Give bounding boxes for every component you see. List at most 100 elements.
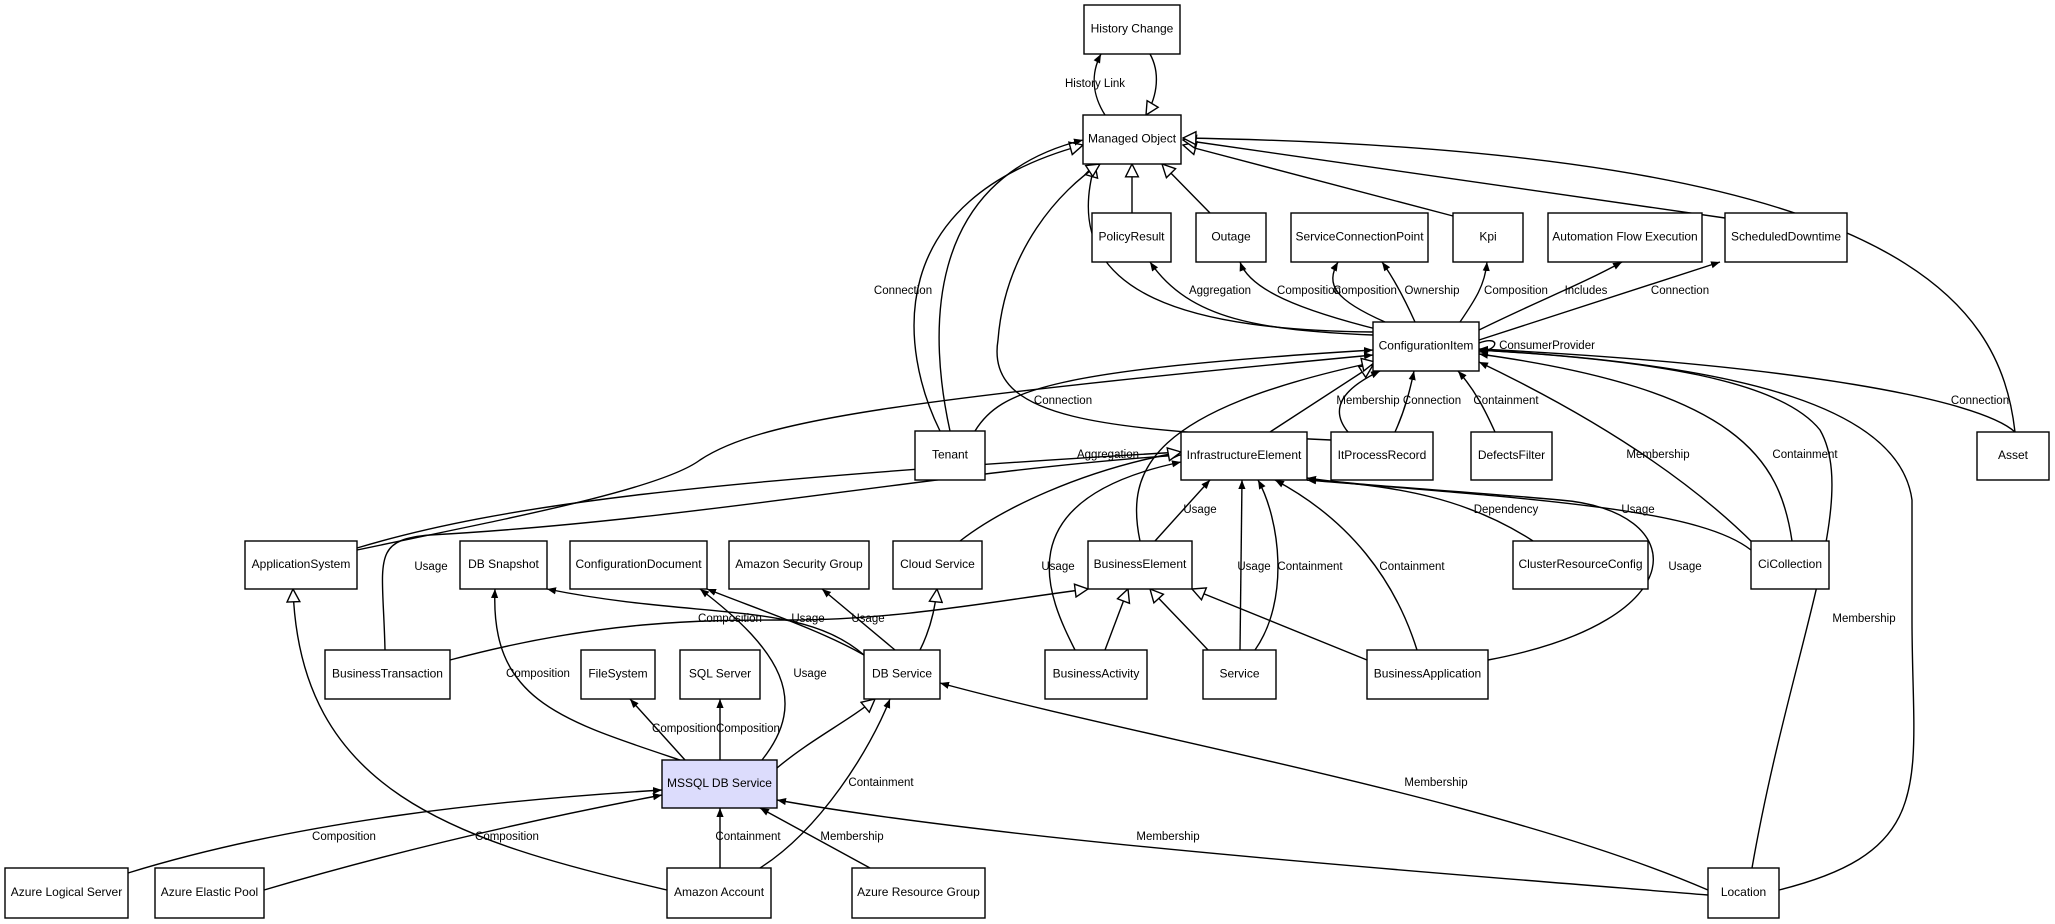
node-box[interactable] (1547, 212, 1703, 263)
node-ci-collection[interactable]: CiCollection (1750, 540, 1830, 590)
node-db-service[interactable]: DB Service (863, 649, 941, 700)
node-it-process-record[interactable]: ItProcessRecord (1330, 431, 1434, 481)
node-amazon-security-group[interactable]: Amazon Security Group (728, 540, 870, 590)
node-box[interactable] (1083, 4, 1181, 55)
node-business-transaction[interactable]: BusinessTransaction (324, 649, 451, 700)
node-tenant[interactable]: Tenant (914, 430, 986, 481)
node-configuration-document[interactable]: ConfigurationDocument (569, 540, 708, 590)
node-asset[interactable]: Asset (1976, 431, 2050, 481)
node-box[interactable] (1195, 212, 1267, 263)
node-history-change[interactable]: History Change (1083, 4, 1181, 55)
node-box[interactable] (851, 867, 986, 919)
node-box[interactable] (679, 649, 761, 700)
node-label: DefectsFilter (1478, 448, 1545, 462)
node-amazon-account[interactable]: Amazon Account (666, 867, 772, 919)
node-box[interactable] (1512, 540, 1649, 590)
node-box[interactable] (1724, 212, 1848, 263)
node-azure-logical-server[interactable]: Azure Logical Server (4, 867, 129, 919)
node-application-system[interactable]: ApplicationSystem (244, 540, 358, 590)
node-box[interactable] (1091, 212, 1172, 263)
node-box[interactable] (1707, 867, 1780, 919)
node-box[interactable] (914, 430, 986, 481)
edge-it-process-record-to-configuration-item (1394, 370, 1416, 433)
node-box[interactable] (892, 540, 983, 590)
edge-label: Connection (1403, 395, 1461, 407)
node-box[interactable] (1452, 212, 1524, 263)
node-label: Amazon Security Group (735, 557, 863, 571)
node-box[interactable] (1082, 114, 1182, 165)
node-scheduled-downtime[interactable]: ScheduledDowntime (1724, 212, 1848, 263)
node-service-connection-point[interactable]: ServiceConnectionPoint (1290, 212, 1429, 263)
node-cloud-service[interactable]: Cloud Service (892, 540, 983, 590)
node-cluster-resource-config[interactable]: ClusterResourceConfig (1512, 540, 1649, 590)
edge-location-to-db-service (939, 681, 1709, 891)
node-box[interactable] (1470, 431, 1553, 481)
node-configuration-item[interactable]: ConfigurationItem (1372, 321, 1480, 372)
node-box[interactable] (1180, 431, 1308, 481)
relationship-arrow (491, 588, 681, 761)
edge-configuration-item-to-policy-result (1149, 261, 1374, 336)
node-label: BusinessTransaction (332, 667, 443, 681)
node-kpi[interactable]: Kpi (1452, 212, 1524, 263)
node-box[interactable] (1366, 649, 1489, 700)
edge-tenant-to-configuration-item (974, 346, 1374, 432)
node-sql-server[interactable]: SQL Server (679, 649, 761, 700)
edge-label: Membership (1136, 831, 1199, 843)
node-box[interactable] (1044, 649, 1148, 700)
node-box[interactable] (661, 759, 778, 809)
node-box[interactable] (728, 540, 870, 590)
node-label: Amazon Account (674, 885, 765, 899)
node-label: Location (1721, 885, 1766, 899)
node-azure-elastic-pool[interactable]: Azure Elastic Pool (154, 867, 265, 919)
relationship-arrow (1478, 261, 1623, 331)
node-file-system[interactable]: FileSystem (580, 649, 656, 700)
node-automation-flow-execution[interactable]: Automation Flow Execution (1547, 212, 1703, 263)
node-business-element[interactable]: BusinessElement (1087, 540, 1193, 590)
node-box[interactable] (863, 649, 941, 700)
node-business-activity[interactable]: BusinessActivity (1044, 649, 1148, 700)
node-box[interactable] (1976, 431, 2050, 481)
relationship-arrow (1048, 460, 1182, 651)
node-label: ApplicationSystem (252, 557, 351, 571)
node-db-snapshot[interactable]: DB Snapshot (459, 540, 548, 590)
node-box[interactable] (324, 649, 451, 700)
node-box[interactable] (569, 540, 708, 590)
node-infrastructure-element[interactable]: InfrastructureElement (1180, 431, 1308, 481)
node-label: ServiceConnectionPoint (1295, 230, 1424, 244)
node-policy-result[interactable]: PolicyResult (1091, 212, 1172, 263)
node-label: ConfigurationDocument (575, 557, 702, 571)
relationship-arrow (939, 681, 1709, 891)
node-box[interactable] (1087, 540, 1193, 590)
node-label: Asset (1998, 448, 2029, 462)
node-box[interactable] (1202, 649, 1277, 700)
node-box[interactable] (1750, 540, 1830, 590)
node-label: Service (1219, 667, 1259, 681)
node-location[interactable]: Location (1707, 867, 1780, 919)
node-label: PolicyResult (1098, 230, 1165, 244)
relationship-arrow (1154, 479, 1211, 542)
relationship-arrow (706, 588, 865, 656)
node-azure-resource-group[interactable]: Azure Resource Group (851, 867, 986, 919)
node-outage[interactable]: Outage (1195, 212, 1267, 263)
edge-defects-filter-to-configuration-item (1457, 370, 1496, 433)
node-box[interactable] (1372, 321, 1480, 372)
node-box[interactable] (580, 649, 656, 700)
node-business-application[interactable]: BusinessApplication (1366, 649, 1489, 700)
node-box[interactable] (1330, 431, 1434, 481)
edge-service-to-infrastructure-element (1254, 479, 1279, 651)
node-box[interactable] (244, 540, 358, 590)
node-mssql-db-service[interactable]: MSSQL DB Service (661, 759, 778, 809)
node-box[interactable] (1290, 212, 1429, 263)
node-box[interactable] (459, 540, 548, 590)
node-box[interactable] (4, 867, 129, 919)
node-managed-object[interactable]: Managed Object (1082, 114, 1182, 165)
node-defects-filter[interactable]: DefectsFilter (1470, 431, 1553, 481)
relationship-arrow (699, 588, 786, 761)
relationship-arrow (1093, 53, 1106, 116)
node-box[interactable] (154, 867, 265, 919)
edge-mssql-db-service-to-file-system (629, 698, 686, 761)
node-box[interactable] (666, 867, 772, 919)
node-service[interactable]: Service (1202, 649, 1277, 700)
generalization-arrow (1088, 164, 1374, 333)
